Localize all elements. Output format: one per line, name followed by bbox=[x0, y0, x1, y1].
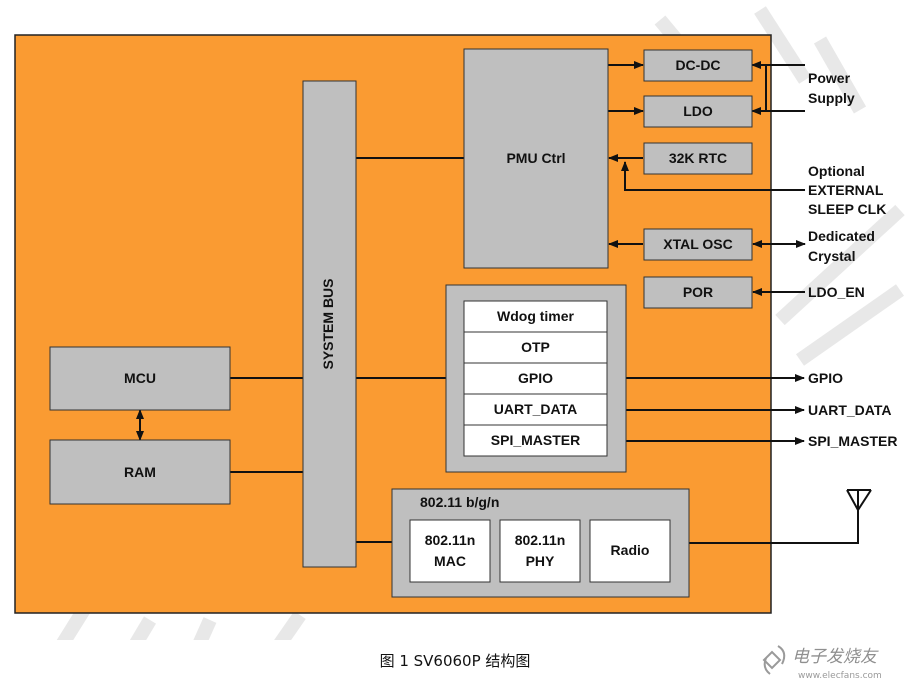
mcu-label: MCU bbox=[124, 370, 156, 386]
peripheral-otp-cell bbox=[463, 331, 608, 364]
wifi-phy-label-line2: PHY bbox=[526, 553, 555, 569]
xtal-osc-label: XTAL OSC bbox=[663, 236, 733, 252]
crystal-label-line1: Dedicated bbox=[808, 228, 875, 244]
peripheral-uart-cell bbox=[463, 393, 608, 426]
peripheral-gpio-label: GPIO bbox=[518, 370, 553, 386]
system-bus-label: SYSTEM BUS bbox=[320, 278, 336, 369]
mcu-block bbox=[49, 346, 231, 411]
rtc-32k-label: 32K RTC bbox=[669, 150, 727, 166]
sleep-clk-label-line3: SLEEP CLK bbox=[808, 201, 886, 217]
uart-ext-label: UART_DATA bbox=[808, 402, 891, 418]
ldo-en-label: LDO_EN bbox=[808, 284, 865, 300]
system-bus-block bbox=[302, 80, 357, 568]
dc-dc-label: DC-DC bbox=[675, 57, 720, 73]
peripheral-wdog-cell bbox=[463, 300, 608, 333]
radio-label: Radio bbox=[611, 542, 650, 558]
rtc-32k-block bbox=[643, 142, 753, 175]
crystal-label-line2: Crystal bbox=[808, 248, 855, 264]
radio-block bbox=[589, 519, 671, 583]
wifi-phy-block bbox=[499, 519, 581, 583]
logo-url: www.elecfans.com bbox=[798, 671, 882, 681]
ram-label: RAM bbox=[124, 464, 156, 480]
sleep-clk-label-line2: EXTERNAL bbox=[808, 182, 884, 198]
peripheral-spi-cell bbox=[463, 424, 608, 457]
ram-block bbox=[49, 439, 231, 505]
figure-caption: 图 1 SV6060P 结构图 bbox=[379, 652, 531, 670]
sleep-clk-label-line1: Optional bbox=[808, 163, 865, 179]
sleep-clk-arrow bbox=[621, 161, 805, 191]
peripheral-spi-label: SPI_MASTER bbox=[491, 432, 580, 448]
antenna-icon bbox=[846, 489, 872, 543]
ldo-block bbox=[643, 95, 753, 128]
wifi-mac-label-line2: MAC bbox=[434, 553, 466, 569]
wifi-mac-block bbox=[409, 519, 491, 583]
site-logo: 电子发烧友 www.elecfans.com bbox=[762, 645, 882, 681]
dc-dc-block bbox=[643, 49, 753, 82]
logo-text: 电子发烧友 bbox=[792, 647, 879, 667]
peripheral-gpio-cell bbox=[463, 362, 608, 395]
ldo-label: LDO bbox=[683, 103, 713, 119]
wifi-title-label: 802.11 b/g/n bbox=[420, 494, 499, 510]
gpio-ext-label: GPIO bbox=[808, 370, 843, 386]
por-block bbox=[643, 276, 753, 309]
peripheral-wdog-label: Wdog timer bbox=[497, 308, 575, 324]
wifi-mac-label-line1: 802.11n bbox=[425, 532, 476, 548]
spi-ext-label: SPI_MASTER bbox=[808, 433, 897, 449]
peripheral-otp-label: OTP bbox=[521, 339, 550, 355]
peripheral-uart-label: UART_DATA bbox=[494, 401, 577, 417]
power-supply-label-line1: Power bbox=[808, 70, 851, 86]
por-label: POR bbox=[683, 284, 713, 300]
xtal-osc-block bbox=[643, 228, 753, 261]
pmu-ctrl-label: PMU Ctrl bbox=[506, 150, 565, 166]
power-supply-label-line2: Supply bbox=[808, 90, 855, 106]
pmu-ctrl-block bbox=[463, 48, 609, 269]
wifi-phy-label-line1: 802.11n bbox=[515, 532, 566, 548]
block-diagram: SYSTEM BUS MCU RAM PMU Ctrl DC-DC LDO 32… bbox=[14, 6, 905, 640]
